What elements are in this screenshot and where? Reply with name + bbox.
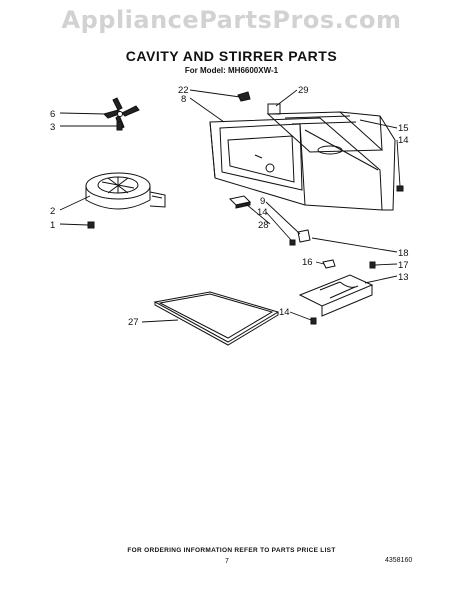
callout-8: 8 [181, 94, 186, 105]
screw-icon [116, 121, 123, 131]
callout-28: 28 [258, 220, 269, 231]
diagram-title: CAVITY AND STIRRER PARTS [125, 48, 338, 64]
callout-14-right: 14 [398, 135, 409, 146]
leader-lines [59, 89, 401, 323]
page-number: 7 [225, 558, 229, 565]
screw-icon [289, 239, 296, 246]
bracket-icon [237, 91, 251, 102]
bracket-icon [297, 229, 311, 243]
screw-icon [310, 317, 317, 325]
callout-22: 22 [178, 85, 189, 96]
callout-16: 16 [302, 257, 313, 268]
watermark: AppliancePartsPros.com [61, 6, 402, 34]
ordering-note: FOR ORDERING INFORMATION REFER TO PARTS … [127, 547, 336, 554]
callout-18: 18 [398, 248, 409, 259]
diagram-code: 4358160 [385, 557, 413, 564]
stirrer-motor-icon [85, 172, 166, 210]
callout-6: 6 [50, 109, 55, 120]
bracket-icon [322, 259, 336, 269]
screw-icon [396, 185, 404, 192]
model-number: For Model: MH6600XW-1 [184, 66, 279, 75]
tray-icon [153, 291, 280, 346]
callout-13: 13 [398, 272, 409, 283]
callout-17: 17 [398, 260, 409, 271]
bracket-icon [298, 274, 374, 317]
callout-15: 15 [398, 123, 409, 134]
screw-icon [369, 261, 376, 269]
callout-3: 3 [50, 122, 55, 133]
callout-14-bottom: 14 [279, 307, 290, 318]
screw-icon [87, 221, 95, 229]
callout-1: 1 [50, 220, 55, 231]
callout-14-mid: 14 [257, 207, 268, 218]
callout-labels: 22 8 29 15 14 6 3 2 1 9 14 28 18 16 17 1… [50, 85, 409, 328]
cavity-assembly-icon [209, 103, 396, 211]
callout-29: 29 [298, 85, 309, 96]
callout-9: 9 [260, 196, 265, 207]
callout-2: 2 [50, 206, 55, 217]
callout-27: 27 [128, 317, 139, 328]
